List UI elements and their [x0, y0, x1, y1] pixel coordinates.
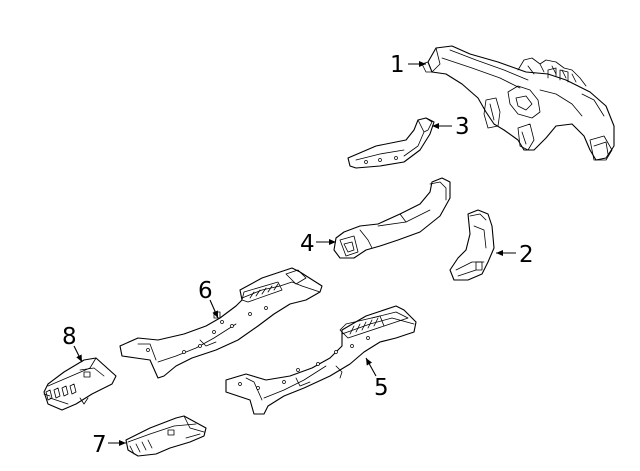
part-5-floor-duct — [225, 305, 417, 415]
callout-6: 6 — [198, 278, 213, 304]
part-2-vertical-duct — [449, 209, 495, 281]
leader-8 — [73, 345, 83, 363]
leader-6 — [209, 299, 219, 319]
callout-leaders — [73, 61, 516, 446]
part-3-small-duct — [347, 117, 435, 169]
callout-5: 5 — [374, 375, 389, 401]
part-7-outlet — [125, 415, 207, 457]
leader-5 — [365, 357, 377, 377]
callout-numbers: 1 2 3 4 5 6 7 8 — [62, 52, 534, 458]
callout-2: 2 — [519, 242, 534, 268]
part-1-main-duct — [421, 45, 615, 161]
part-6-floor-duct — [119, 267, 323, 379]
part-8-outlet — [43, 357, 117, 411]
part-4-mid-duct — [333, 177, 451, 259]
callout-8: 8 — [62, 324, 77, 350]
callout-4: 4 — [300, 231, 315, 257]
callout-3: 3 — [455, 114, 470, 140]
callout-7: 7 — [92, 432, 107, 458]
callout-1: 1 — [390, 52, 405, 78]
